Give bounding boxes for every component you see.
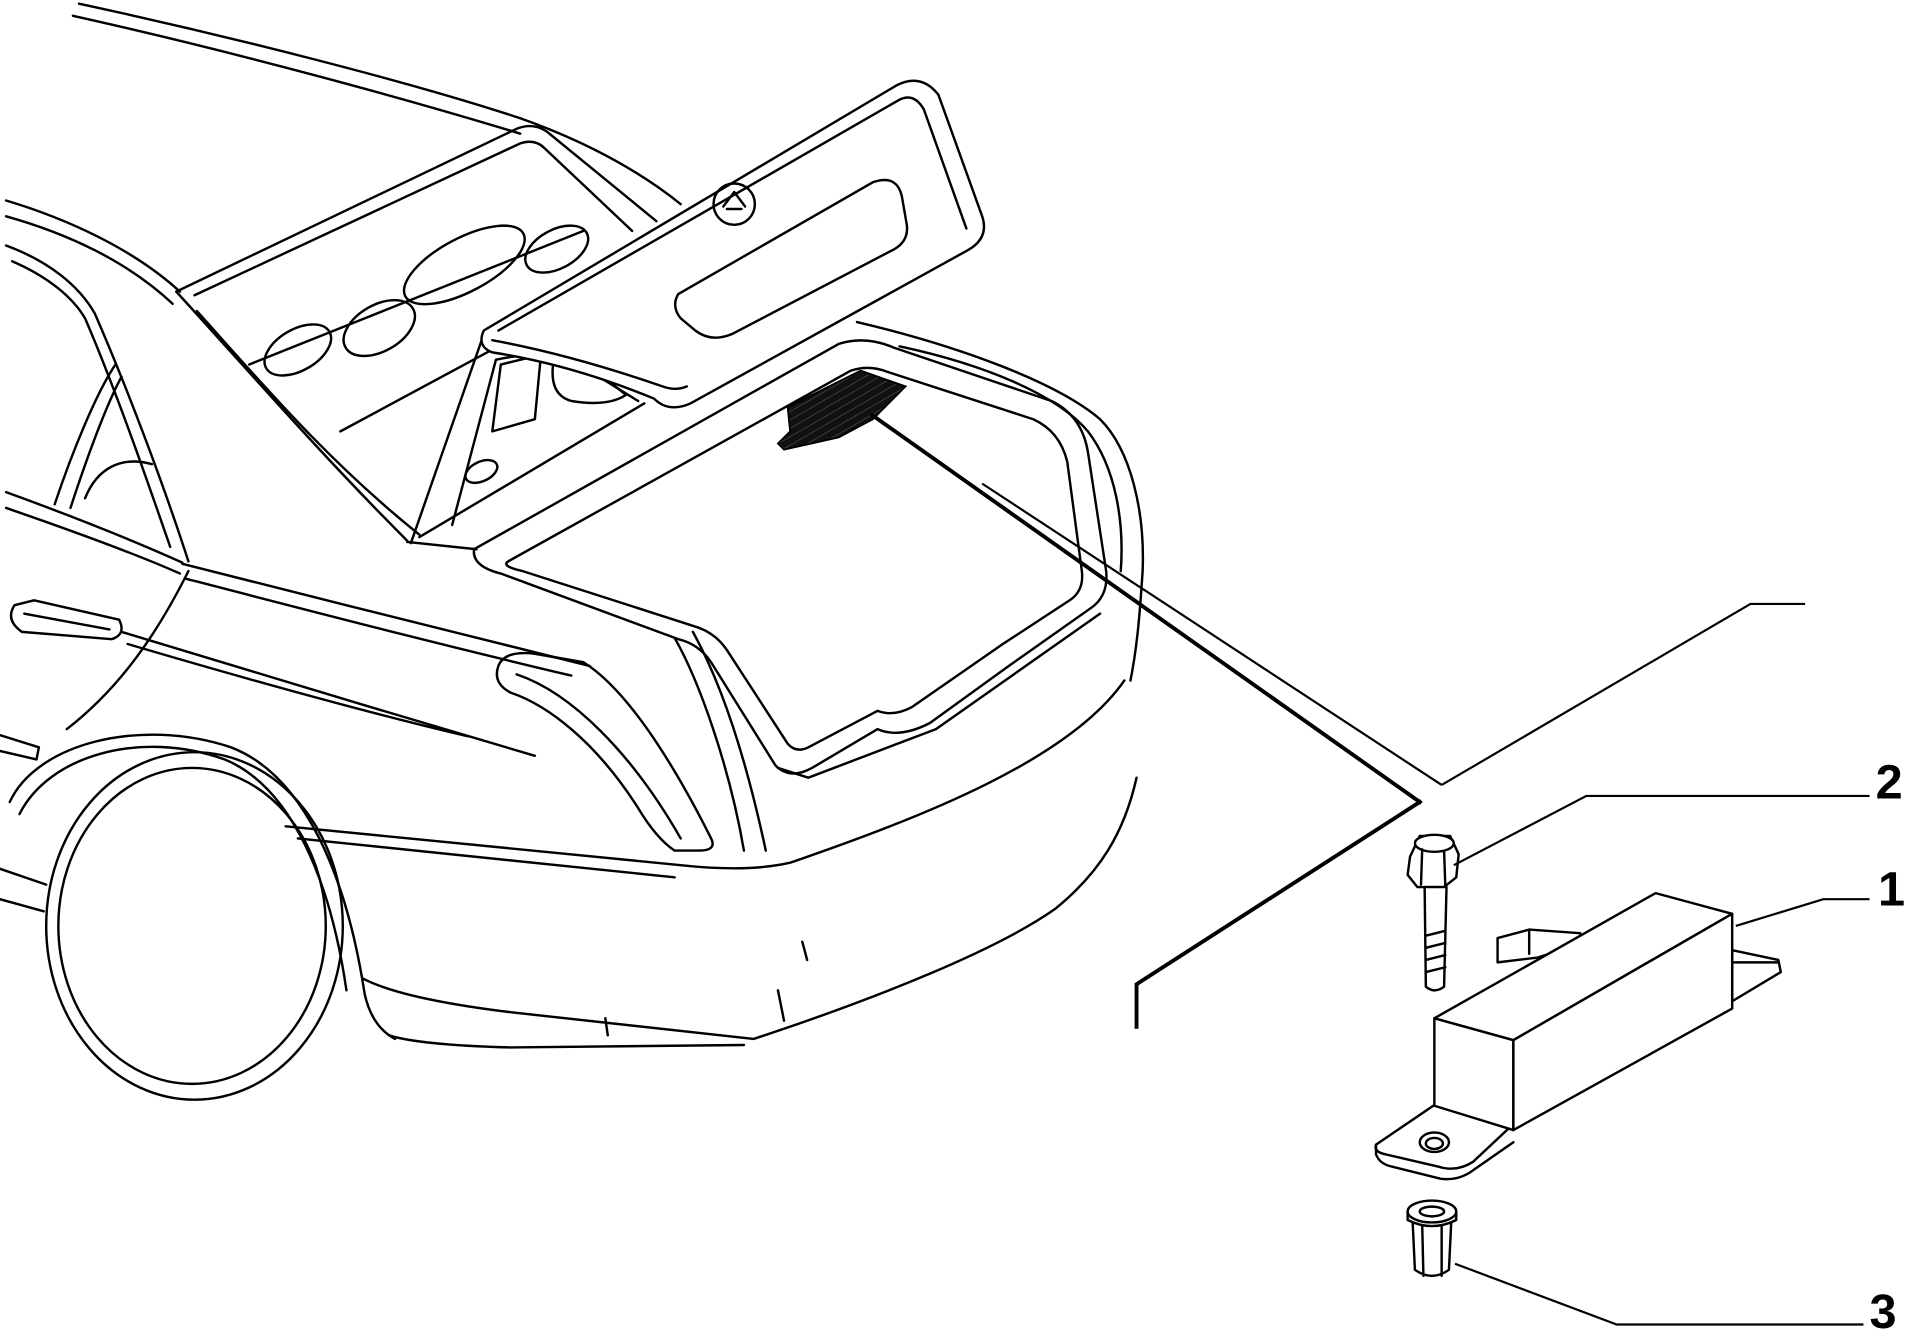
bolt-head-top [1413,833,1456,854]
bumper-lower-edge [361,776,1138,1041]
trunk-surround-inner [898,345,1123,573]
wheel-arch-inner [18,745,348,992]
control-module-part [1374,891,1783,1181]
headrest [524,224,590,274]
tyre-inner [57,766,327,1086]
character-line-inner [183,577,573,677]
wheel-arch [8,733,397,1041]
quarter-window-divider [69,375,123,510]
side-crease-line-inner [126,642,470,738]
car-rear-view [0,2,1145,1101]
belt-line-inner [4,506,182,575]
roof-outer-line [77,2,682,206]
quarter-window-arc [83,460,154,500]
badge-icon [712,182,757,227]
leader-line-main [870,412,1423,805]
module-mounting-hole-inner [1424,1136,1445,1151]
seat-back-line [247,229,585,366]
c-pillar-line-inner [195,309,421,536]
module-flange-thickness [1374,1141,1515,1181]
callout-leader-1 [1735,898,1870,927]
quarter-window-divider [53,363,117,506]
trunk-floor [505,366,1084,751]
belt-line [4,490,184,564]
bolt-thread [1424,929,1447,974]
lid-panel-bottom [418,402,646,539]
rear-deck-edge [405,540,478,551]
bumper-upper-edge-inner [296,837,676,879]
rear-window-frame [175,124,658,293]
side-skirt [0,733,41,761]
tail-light [495,651,714,852]
nut-flange-top [1406,1199,1458,1224]
trunk-lid-edge [497,96,968,332]
side-window-frame-inner [10,260,172,549]
bolt-head-facet [1419,848,1447,888]
character-line [181,562,591,668]
roof-inner-line [71,14,522,135]
nut-part [1406,1199,1458,1278]
headrest [263,323,333,377]
mounting-location-patch [776,369,908,451]
side-roof-line [4,199,182,293]
headrest [402,224,526,306]
bolt-part [1406,833,1460,992]
module-side-face [1512,912,1734,1132]
trunk-lid-lower-edge [491,339,689,391]
badge-icon-inner [722,190,747,211]
rear-panel-gap [673,636,746,852]
plate-recess [673,178,909,339]
bumper-bottom-edge [387,1034,746,1049]
callout-label-1[interactable]: 1 [1878,862,1905,916]
trunk-opening-lip [472,339,1108,775]
callout-label-3[interactable]: 3 [1870,1285,1897,1333]
nut-hole [1418,1205,1446,1218]
leader-line-secondary [981,482,1443,786]
side-window-frame [4,244,190,563]
side-crease-line [120,630,537,758]
bumper-detail [801,940,809,962]
callout-label-2[interactable]: 2 [1876,755,1903,809]
bumper-detail [776,989,786,1022]
module-right-flange [1730,949,1783,1003]
side-skirt-lower [0,897,45,913]
tail-light-inner [515,673,682,840]
headrest [342,298,417,358]
rear-panel-gap [691,630,768,852]
nut-facet [1420,1223,1443,1278]
nut-body [1411,1217,1453,1278]
detail-leader [870,412,1806,1029]
lid-inner-hole [464,458,499,485]
side-roof-line-inner [4,215,174,305]
rear-window-inner [193,140,634,297]
trunk-surround-outer [855,320,1145,682]
bumper-upper-edge [284,679,1126,870]
lid-inner-slot [491,353,543,433]
c-pillar-line [175,290,409,542]
callout-leader-2 [1453,794,1870,867]
door-handle-inner [23,612,111,631]
detail-bracket-upper [1441,602,1806,786]
detail-bracket-lower [1134,799,1423,1029]
callouts: 2 1 3 [1453,755,1905,1333]
module-connector [1496,928,1584,964]
door-handle [9,599,123,641]
trunk-lid [480,79,986,409]
trunk-sill-line [776,612,1102,779]
lid-side-edge [409,332,486,545]
callout-leader-3 [1454,1262,1864,1326]
bolt-shank [1423,885,1448,992]
tyre-outer [44,750,345,1101]
bumper-detail [604,1017,609,1037]
rear-quarter-line [65,569,190,731]
side-skirt-lower [0,867,48,886]
